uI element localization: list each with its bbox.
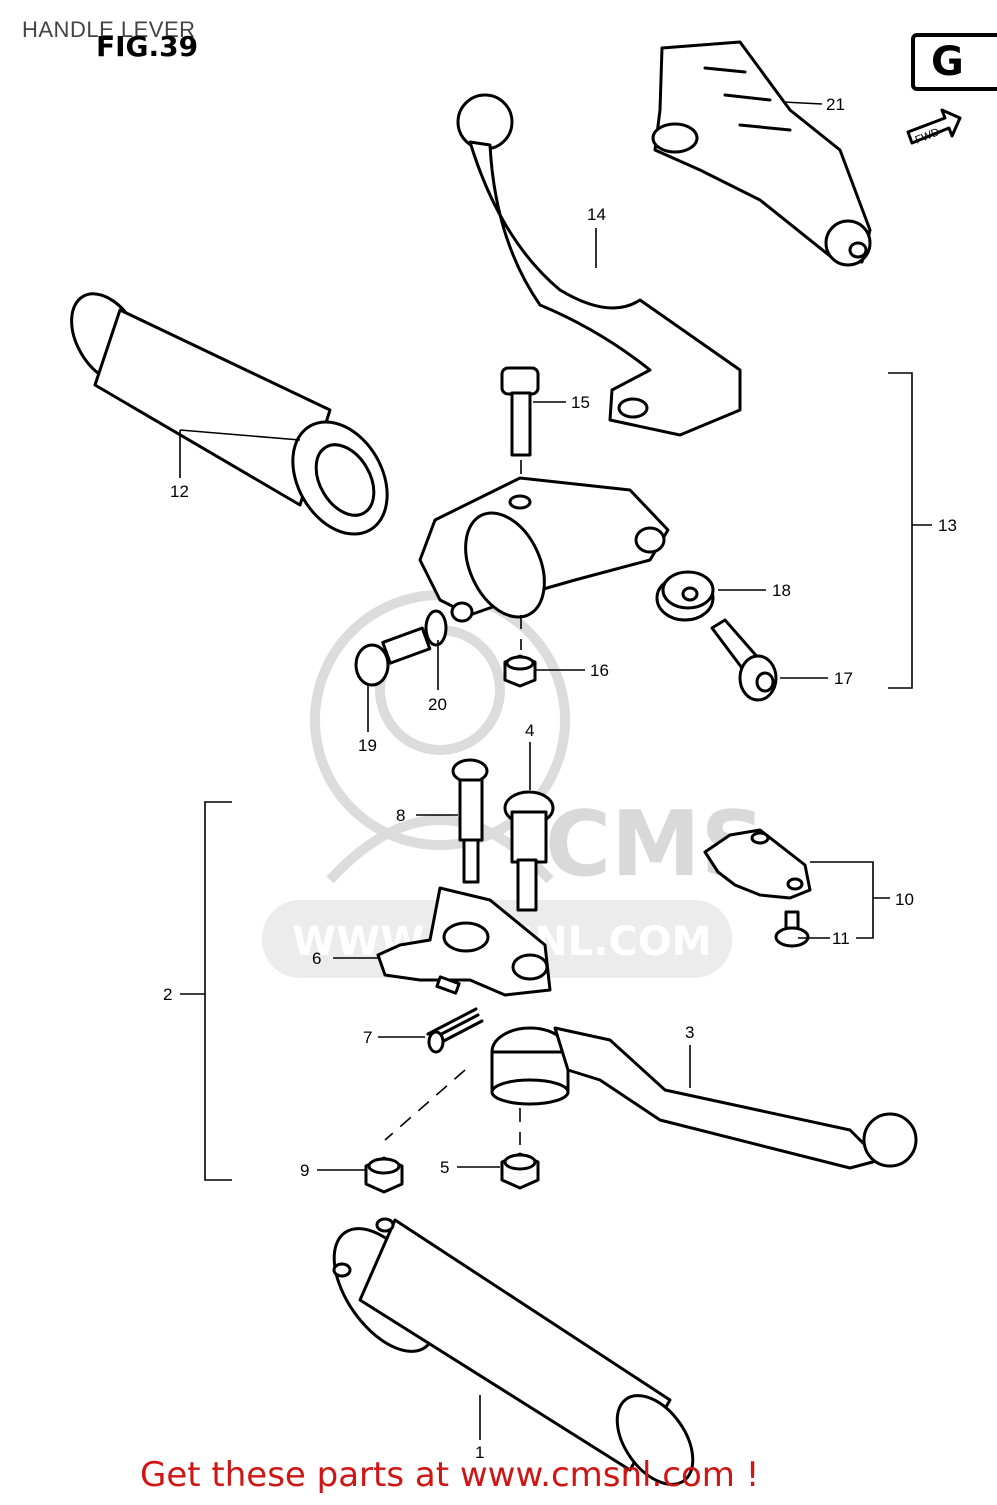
part-label-6: 6 — [312, 949, 321, 968]
figure-number: FIG.39 — [96, 30, 199, 63]
clutch-holder-13 — [418, 476, 670, 623]
nut-5 — [500, 1152, 540, 1190]
bolt-8 — [451, 758, 489, 884]
part-label-20: 20 — [428, 695, 447, 714]
part-label-3: 3 — [685, 1023, 694, 1042]
leader-lines — [179, 101, 932, 1440]
part-labels: 21 14 15 12 13 18 17 16 20 19 4 8 2 6 7 … — [163, 95, 957, 1462]
forward-arrow-icon: FWD — [906, 108, 962, 147]
switch-10 — [703, 828, 812, 900]
part-label-14: 14 — [587, 205, 606, 224]
locknut-18 — [655, 570, 715, 622]
bolt-19 — [354, 626, 432, 687]
assembly-line — [384, 1069, 466, 1141]
part-label-17: 17 — [834, 669, 853, 688]
part-label-9: 9 — [300, 1161, 309, 1180]
bolt-15 — [500, 366, 540, 490]
part-label-19: 19 — [358, 736, 377, 755]
part-label-13: 13 — [938, 516, 957, 535]
group-code-box: G — [911, 33, 997, 91]
group-code: G — [931, 39, 964, 85]
lever-cover-21 — [651, 40, 872, 267]
holder-6 — [376, 886, 552, 997]
part-label-7: 7 — [363, 1028, 372, 1047]
part-label-1: 1 — [475, 1443, 484, 1462]
part-label-4: 4 — [525, 721, 534, 740]
part-label-21: 21 — [826, 95, 845, 114]
spring-7 — [426, 1007, 484, 1054]
part-label-18: 18 — [772, 581, 791, 600]
part-label-5: 5 — [440, 1158, 449, 1177]
adjuster-17 — [710, 618, 778, 702]
grip-12 — [70, 292, 389, 536]
clutch-lever-14 — [456, 93, 742, 437]
part-label-2: 2 — [163, 985, 172, 1004]
washer-20 — [424, 609, 448, 647]
screw-11 — [774, 910, 810, 948]
nut-9 — [364, 1156, 404, 1194]
page-title: HANDLE LEVER — [22, 17, 196, 42]
bolt-4 — [503, 790, 555, 912]
nut-16 — [503, 615, 537, 688]
throttle-grip-1 — [332, 1217, 695, 1486]
part-label-15: 15 — [571, 393, 590, 412]
footer-link[interactable]: Get these parts at www.cmsnl.com ! — [140, 1455, 760, 1495]
brake-lever-3 — [490, 1026, 918, 1170]
part-label-16: 16 — [590, 661, 609, 680]
part-label-12: 12 — [170, 482, 189, 501]
part-label-8: 8 — [396, 806, 405, 825]
part-label-10: 10 — [895, 890, 914, 909]
part-label-11: 11 — [832, 929, 850, 948]
